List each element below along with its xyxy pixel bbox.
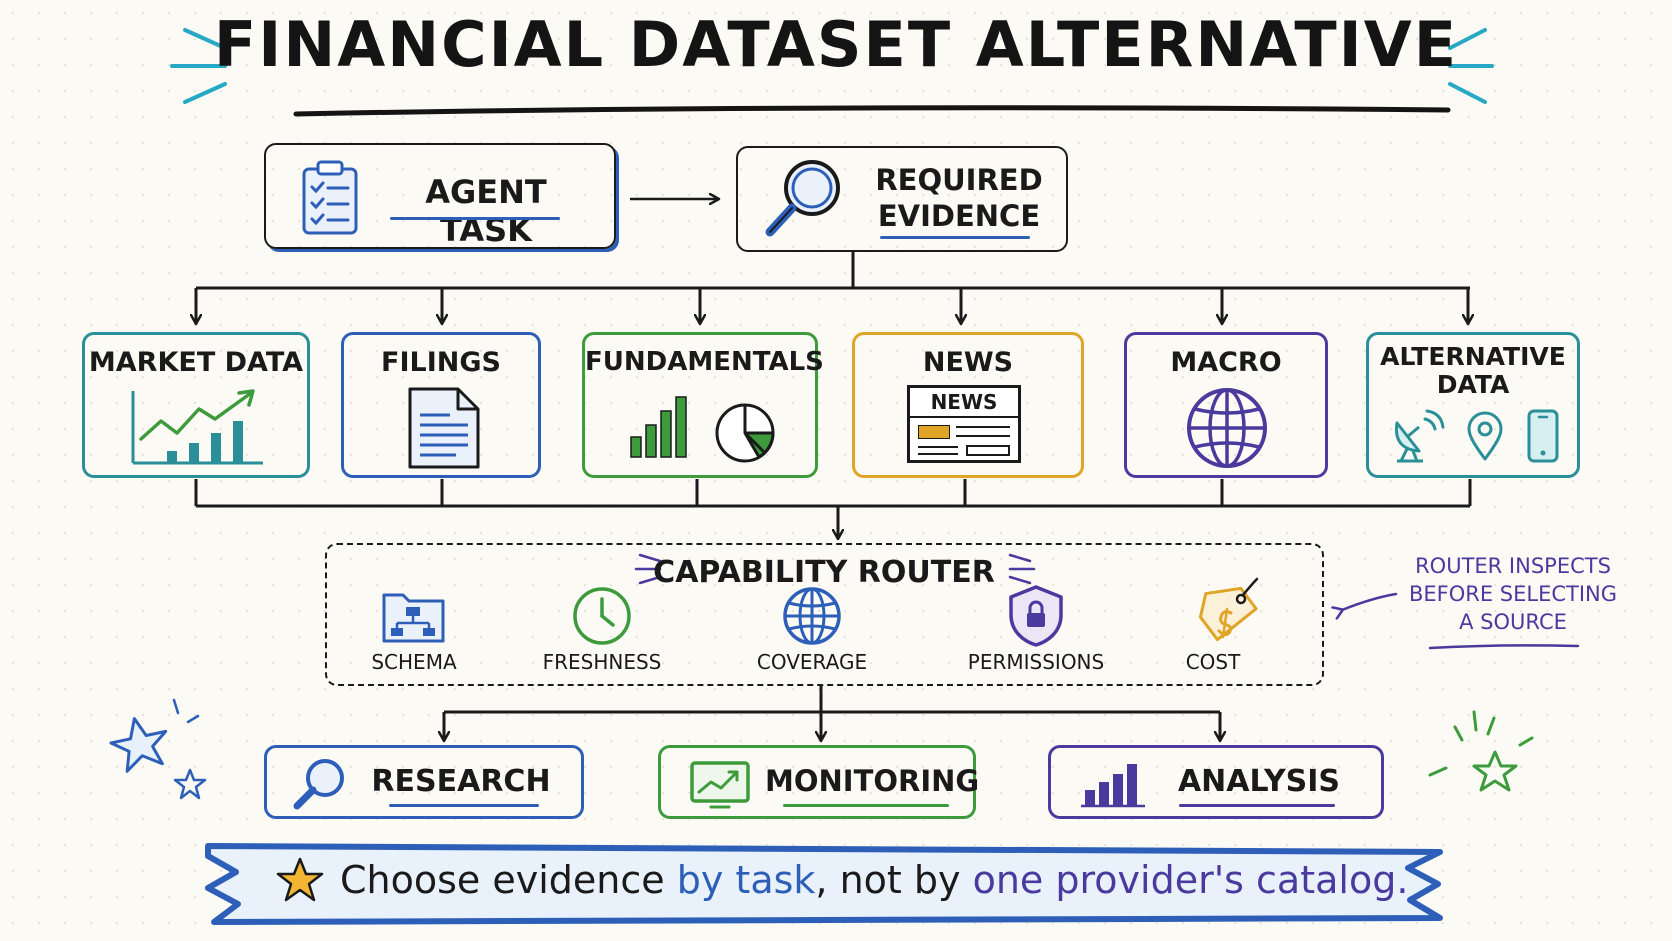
source-fundamentals-label: FUNDAMENTALS [585, 347, 824, 377]
title-underline [293, 105, 1451, 117]
note-arrow [1342, 592, 1398, 610]
router-to-outcomes-tree [444, 686, 1220, 740]
agent-task-box: AGENT TASK [264, 143, 616, 249]
source-alternative-data-line1: ALTERNATIVE [1380, 342, 1566, 371]
shield-lock-icon [1009, 585, 1063, 647]
router-note-line3: A SOURCE [1459, 610, 1567, 634]
required-evidence-line1: REQUIRED [875, 163, 1043, 197]
evidence-to-sources-tree [196, 252, 1470, 323]
smartphone-icon [1527, 409, 1559, 463]
outcome-analysis-label: ANALYSIS [1177, 764, 1341, 799]
magnifier-icon [293, 759, 344, 810]
bar-chart-icon [1081, 764, 1145, 808]
source-market-data-label: MARKET DATA [88, 347, 304, 378]
router-note-line1: ROUTER INSPECTS [1415, 554, 1611, 578]
banner-part1: Choose evidence [340, 858, 677, 902]
banner-part4: one provider's catalog. [972, 858, 1409, 902]
banner-part3: , not by [815, 858, 973, 902]
router-note-line2: BEFORE SELECTING [1408, 582, 1618, 606]
newspaper-line [918, 453, 958, 455]
newspaper-icon: NEWS [907, 385, 1021, 463]
source-filings: FILINGS [341, 332, 541, 478]
sources-to-router-tree [194, 479, 1472, 538]
outcome-research: RESEARCH [264, 745, 584, 819]
newspaper-rule [910, 416, 1018, 418]
source-alternative-data-line2: DATA [1436, 370, 1510, 399]
source-news-label: NEWS [922, 347, 1014, 378]
outcome-research-underline [389, 804, 539, 807]
monitor-chart-icon [690, 761, 750, 809]
newspaper-line [956, 426, 1010, 428]
globe-icon [783, 587, 841, 645]
line-chart-icon [131, 389, 263, 465]
required-evidence-underline [880, 236, 1030, 239]
pie-chart-icon [715, 403, 775, 463]
title-accent-left [170, 28, 227, 104]
price-tag-icon [1198, 577, 1259, 642]
folder-schema-icon [382, 593, 445, 643]
outcome-research-label: RESEARCH [371, 764, 551, 799]
outcome-monitoring-underline [783, 804, 949, 807]
router-item-permissions: PERMISSIONS [967, 650, 1105, 674]
source-alternative-data: ALTERNATIVE DATA [1366, 332, 1580, 478]
outcome-analysis-underline [1179, 804, 1335, 807]
required-evidence-line2: EVIDENCE [877, 199, 1041, 233]
newspaper-box [966, 445, 1010, 456]
newspaper-masthead: NEWS [930, 390, 998, 414]
source-fundamentals: FUNDAMENTALS [582, 332, 824, 478]
newspaper-line [918, 446, 958, 448]
banner-text: Choose evidence by task, not by one prov… [340, 858, 1408, 902]
banner-part2: by task [676, 858, 816, 902]
required-evidence-box: REQUIRED EVIDENCE [736, 146, 1068, 252]
satellite-dish-icon [1394, 409, 1445, 463]
clock-icon [573, 587, 631, 645]
magnifier-icon [765, 160, 840, 237]
banner-ribbon [205, 843, 1443, 925]
source-market-data: MARKET DATA [82, 332, 310, 478]
router-item-cost: COST [1185, 650, 1241, 674]
star-icon [276, 857, 324, 902]
page-title: FINANCIAL DATASET ALTERNATIVE [213, 8, 1459, 81]
source-filings-label: FILINGS [381, 347, 501, 378]
source-macro: MACRO [1124, 332, 1328, 478]
agent-task-label: AGENT TASK [425, 173, 547, 249]
capability-router-title: CAPABILITY ROUTER [653, 555, 995, 590]
agent-task-underline [390, 217, 560, 220]
document-icon [408, 387, 480, 469]
source-news: NEWS NEWS [852, 332, 1084, 478]
router-item-freshness: FRESHNESS [542, 650, 662, 674]
source-alternative-data-label: ALTERNATIVE DATA [1369, 343, 1577, 399]
newspaper-line [956, 435, 1010, 437]
source-macro-label: MACRO [1170, 347, 1282, 378]
globe-icon [1187, 388, 1267, 468]
bar-chart-icon [630, 396, 687, 458]
outcome-monitoring: MONITORING [658, 745, 980, 819]
router-item-coverage: COVERAGE [756, 650, 868, 674]
star-icon [1428, 710, 1534, 792]
location-pin-icon [1467, 411, 1503, 461]
clipboard-checklist-icon [302, 160, 358, 235]
router-title-sparks [634, 553, 1036, 585]
outcome-monitoring-label: MONITORING [765, 764, 980, 798]
outcome-analysis: ANALYSIS [1048, 745, 1384, 819]
required-evidence-label: REQUIRED EVIDENCE [864, 162, 1054, 234]
newspaper-photo [918, 425, 950, 439]
router-note: ROUTER INSPECTS BEFORE SELECTING A SOURC… [1398, 552, 1628, 636]
title-accent-right [1448, 28, 1494, 104]
router-item-schema: SCHEMA [371, 650, 457, 674]
note-underline [1428, 644, 1580, 650]
star-icon [109, 698, 207, 800]
capability-router: CAPABILITY ROUTER SCHEMA FRESHNESS [325, 543, 1324, 686]
